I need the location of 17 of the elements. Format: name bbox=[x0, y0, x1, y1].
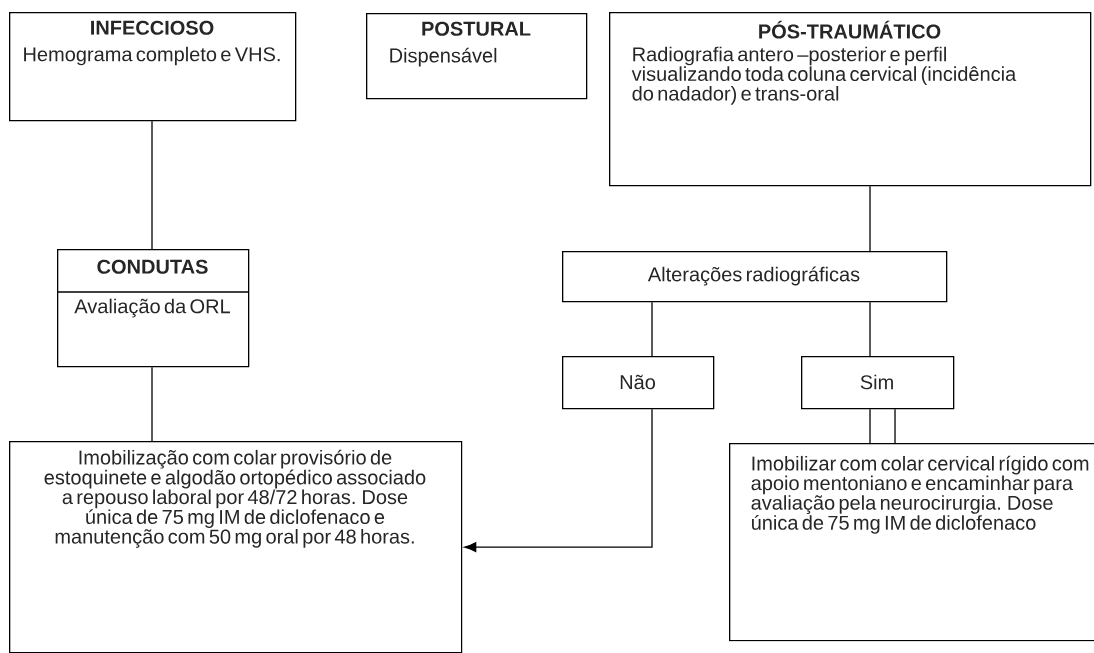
process-box: INFECCIOSO Hemograma completo e VHS. bbox=[9, 12, 297, 122]
process-box: Imobilizar com colar cervical rígido com apoio mentoniano e encaminhar para avaliação pela neurocirurgia. Dose única de 75 mg IM de diclofenaco bbox=[729, 443, 1094, 642]
process-box: CONDUTAS Avaliação da ORL bbox=[56, 249, 250, 368]
process-box: Imobilização com colar provisório de estoquinete e algodão ortopédico associado a repouso laboral por 48/72 horas. Dose única de 75 mg IM de diclofenaco e manutenção com 50 mg oral por 48 horas. bbox=[9, 441, 463, 653]
connector-line bbox=[869, 185, 871, 252]
connector-line bbox=[869, 301, 871, 357]
connector-line bbox=[151, 120, 153, 250]
arrow bbox=[464, 408, 653, 553]
process-box: POSTURAL Dispensável bbox=[366, 13, 588, 100]
answer-box: Sim bbox=[801, 356, 955, 410]
answer-box: Não bbox=[562, 356, 715, 410]
connector-line bbox=[151, 366, 153, 442]
connector-line bbox=[894, 408, 896, 444]
process-box: PÓS-TRAUMÁTICO Radiografia antero –posterior e perfil visualizando toda coluna cervical (incidência do nadador) e trans-oral bbox=[609, 12, 1092, 187]
connector-line bbox=[651, 301, 653, 357]
decision-box: Alterações radiográficas bbox=[562, 251, 948, 303]
connector-line bbox=[869, 408, 871, 444]
